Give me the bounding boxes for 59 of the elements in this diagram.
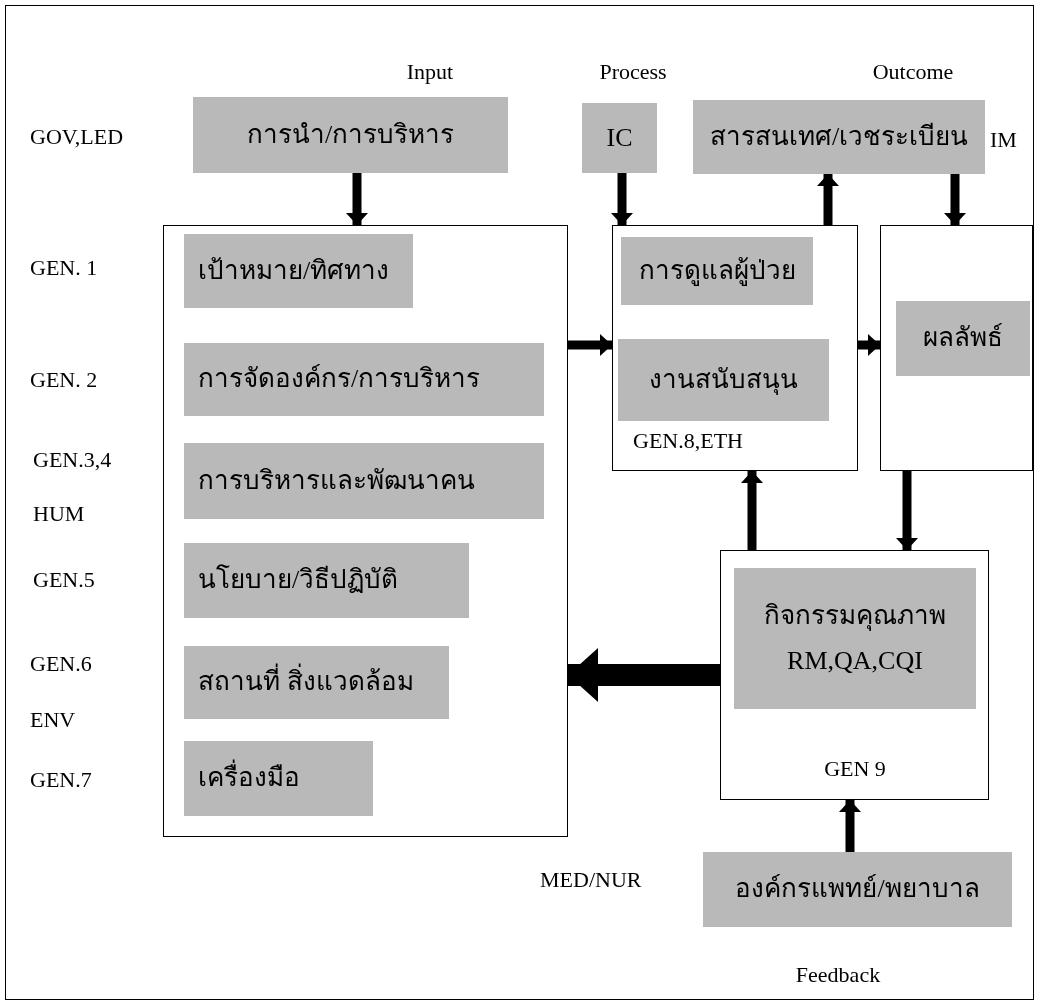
block-arrow (817, 174, 839, 225)
block-arrow (568, 334, 612, 356)
group-box (163, 225, 568, 837)
label-box (896, 301, 1030, 376)
label-box (693, 100, 985, 174)
box-label: การดูแลผู้ป่วย (638, 254, 796, 288)
side-label: Process (599, 59, 667, 85)
side-label: Feedback (795, 962, 881, 988)
box-label: องค์กรแพทย์/พยาบาล (735, 873, 980, 906)
group-box (720, 550, 989, 800)
side-label: Outcome (872, 59, 954, 85)
side-label: GEN.6 (30, 651, 92, 677)
block-arrow (839, 800, 861, 852)
block-arrow (568, 648, 720, 702)
label-box (618, 339, 829, 421)
block-arrow (741, 471, 763, 550)
shape-box (734, 568, 976, 709)
box-label: ผลลัพธ์ (923, 322, 1003, 355)
box-label: นโยบาย/วิธีปฏิบัติ (198, 563, 399, 597)
side-label: ENV (30, 707, 76, 733)
box-label: IC (606, 121, 633, 154)
box-label: กิจกรรมคุณภาพ RM,QA,CQI (763, 600, 947, 677)
group-box (880, 225, 1033, 471)
side-label: MED/NUR (540, 867, 642, 893)
group-box (612, 225, 858, 471)
box-caption: GEN.8,ETH (633, 428, 743, 454)
label-box (703, 852, 1012, 927)
label-box (184, 543, 469, 618)
side-label: IM (990, 127, 1017, 153)
box-label: การจัดองค์กร/การบริหาร (198, 363, 481, 396)
label-box (621, 237, 813, 305)
label-box (184, 443, 544, 519)
side-label: GEN.5 (33, 567, 95, 593)
box-label: การนำ/การบริหาร (246, 118, 455, 151)
side-label: GEN.3,4 (33, 447, 112, 473)
block-arrow (611, 173, 633, 225)
side-label: HUM (33, 501, 85, 527)
box-label: การบริหารและพัฒนาคน (198, 464, 475, 497)
side-label: GEN. 2 (30, 367, 98, 393)
block-arrow (944, 174, 966, 225)
side-label: Input (406, 59, 454, 85)
label-box (582, 103, 657, 173)
block-arrow (896, 471, 918, 550)
box-label: งานสนับสนุน (649, 363, 798, 397)
block-arrow (858, 334, 880, 356)
label-box (184, 234, 413, 308)
label-box (184, 646, 449, 719)
label-box (193, 97, 508, 173)
label-box (184, 343, 544, 416)
side-label: GOV,LED (30, 124, 124, 150)
side-label: GEN.7 (30, 767, 92, 793)
box-label: สารสนเทศ/เวชระเบียน (709, 120, 969, 153)
block-arrow (346, 173, 368, 225)
side-label: GEN. 1 (30, 255, 98, 281)
box-label: เป้าหมาย/ทิศทาง (198, 254, 390, 287)
label-box (184, 741, 373, 816)
box-label: สถานที่ สิ่งแวดล้อม (198, 660, 414, 705)
box-caption: GEN 9 (824, 756, 886, 782)
box-label: เครื่องมือ (198, 756, 300, 801)
